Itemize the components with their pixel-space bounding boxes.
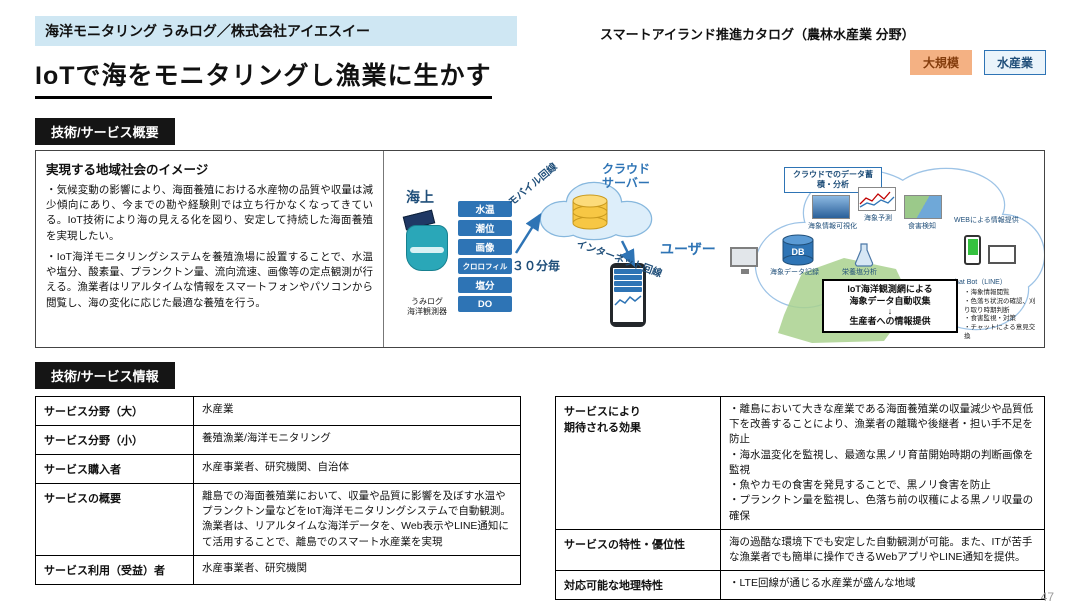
monitor-icon [730, 247, 758, 274]
buoy-band [410, 247, 444, 253]
row-value: 水産事業者、研究機関 [193, 554, 521, 585]
chart-thumbnail [858, 187, 896, 211]
device-caption: うみログ 海洋観測器 [407, 297, 447, 316]
table-row: サービス購入者 水産事業者、研究機関、自治体 [35, 454, 521, 484]
mini-chart-icon [614, 295, 642, 306]
cloud-analysis-title: クラウドでのデータ蓄積・分析 [784, 167, 882, 193]
label-web-info: WEBによる情報提供 [954, 217, 1019, 224]
flow-line-3: 生産者への情報提供 [849, 316, 931, 327]
row-label: サービスの概要 [35, 483, 194, 556]
tag-large-scale: 大規模 [910, 50, 972, 75]
row-label: サービス購入者 [35, 454, 194, 484]
table-row: サービス分野（大） 水産業 [35, 396, 521, 426]
page-number: 47 [1040, 590, 1054, 604]
row-label: 対応可能な地理特性 [555, 570, 721, 601]
sea-photo-thumbnail [812, 195, 850, 219]
buoy-icon [402, 209, 450, 273]
community-image-text: 実現する地域社会のイメージ ・気候変動の影響により、海面養殖における水産物の品質… [36, 151, 384, 347]
label-visualization: 海象情報可視化 [808, 223, 857, 230]
service-info-table-right: サービスにより 期待される効果 ・離島において大きな産業である海面養殖業の収量減… [555, 396, 1045, 601]
section-badge-overview: 技術/サービス概要 [35, 118, 175, 145]
label-data-record: 海象データ記録 [770, 269, 819, 276]
map-thumbnail [904, 195, 942, 219]
flask-icon [854, 243, 874, 267]
overview-paragraph-2: ・IoT海洋モニタリングシステムを養殖漁場に設置することで、水温や塩分、酸素量、… [46, 250, 373, 309]
service-info-table-left: サービス分野（大） 水産業 サービス分野（小） 養殖漁業/海洋モニタリング サー… [35, 396, 521, 585]
tablet-icon [988, 245, 1016, 264]
database-icon [572, 194, 608, 230]
sensor-list: 水温 潮位 画像 クロロフィル 塩分 DO [458, 201, 512, 315]
line-screen [967, 239, 978, 255]
row-value: ・離島において大きな産業である海面養殖業の収量減少や品質低下を改善することにより… [720, 396, 1045, 530]
interval-label: ３０分毎 [512, 259, 561, 273]
sea-label: 海上 [406, 189, 434, 205]
table-row: サービス分野（小） 養殖漁業/海洋モニタリング [35, 425, 521, 455]
flow-line-1: IoT海洋観測網による [847, 284, 933, 294]
label-chatbot: Chat Bot（LINE） [950, 279, 1007, 286]
label-damage-detection: 食害検知 [908, 223, 936, 230]
cloud-database-icon: DB [782, 234, 814, 266]
product-title-bar: 海洋モニタリング うみログ／株式会社アイエスイー [35, 16, 517, 46]
catalog-title: スマートアイランド推進カタログ（農林水産業 分野） [600, 27, 915, 42]
table-row: サービスの概要 離島での海面養殖業において、収量や品質に影響を及ぼす水温やプラン… [35, 483, 521, 556]
row-label: サービスの特性・優位性 [555, 528, 721, 572]
sensor-pill-chlorophyll: クロロフィル [458, 258, 512, 274]
benefit-notes: ・海象情報閲覧 ・色落ち状況の確認、刈り取り時期判断 ・食害監視・対策 ・チャッ… [964, 289, 1036, 340]
flow-line-2: 海象データ自動収集 [849, 295, 931, 306]
section-badge-info: 技術/サービス情報 [35, 362, 175, 389]
smartphone-icon [610, 263, 646, 327]
category-tags: 大規模 水産業 [910, 50, 1046, 75]
row-value: 水産業 [193, 396, 521, 426]
tag-fishery: 水産業 [984, 50, 1046, 75]
row-label: サービスにより 期待される効果 [555, 396, 721, 530]
cloud-server-label: クラウド サーバー [601, 162, 650, 190]
sensor-pill-salinity: 塩分 [458, 277, 512, 293]
product-title: 海洋モニタリング うみログ／株式会社アイエスイー [45, 23, 371, 39]
row-value: 離島での海面養殖業において、収量や品質に影響を及ぼす水温やプランクトン量などをI… [193, 483, 521, 556]
label-forecast: 海象予測 [864, 215, 892, 222]
sensor-pill-water-temp: 水温 [458, 201, 512, 217]
row-label: サービス分野（小） [35, 425, 194, 455]
system-diagram: 海上 うみログ 海洋観測器 水温 潮位 画像 クロロフィル 塩分 DO モバイル… [384, 151, 1044, 347]
sensor-pill-tide: 潮位 [458, 220, 512, 236]
sensor-pill-do: DO [458, 296, 512, 312]
row-value: ・LTE回線が通じる水産業が盛んな地域 [720, 570, 1045, 601]
flow-summary-box: IoT海洋観測網による 海象データ自動収集 ↓ 生産者への情報提供 [822, 279, 958, 334]
row-value: 海の過酷な環境下でも安定した自動観測が可能。また、ITが苦手な漁業者でも簡単に操… [720, 528, 1045, 572]
row-label: サービス分野（大） [35, 396, 194, 426]
table-row: 対応可能な地理特性 ・LTE回線が通じる水産業が盛んな地域 [555, 570, 1045, 601]
row-label: サービス利用（受益）者 [35, 554, 194, 585]
label-nutrient-analysis: 栄養塩分析 [842, 269, 877, 276]
smartphone-screen [613, 268, 643, 322]
down-arrow-icon: ↓ [887, 306, 893, 317]
db-label: DB [792, 247, 805, 257]
overview-paragraph-1: ・気候変動の影響により、海面養殖における水産物の品質や収量は減少傾向にあり、今ま… [46, 184, 373, 242]
table-row: サービス利用（受益）者 水産事業者、研究機関 [35, 554, 521, 585]
table-row: サービスにより 期待される効果 ・離島において大きな産業である海面養殖業の収量減… [555, 396, 1045, 530]
community-heading: 実現する地域社会のイメージ [46, 163, 209, 177]
overview-box: 実現する地域社会のイメージ ・気候変動の影響により、海面養殖における水産物の品質… [35, 150, 1045, 348]
sensor-pill-image: 画像 [458, 239, 512, 255]
table-row: サービスの特性・優位性 海の過酷な環境下でも安定した自動観測が可能。また、ITが… [555, 528, 1045, 572]
line-phone-icon [964, 235, 981, 265]
user-label: ユーザー [660, 241, 716, 257]
page-title: IoTで海をモニタリングし漁業に生かす [35, 56, 492, 99]
row-value: 水産事業者、研究機関、自治体 [193, 454, 521, 484]
row-value: 養殖漁業/海洋モニタリング [193, 425, 521, 455]
